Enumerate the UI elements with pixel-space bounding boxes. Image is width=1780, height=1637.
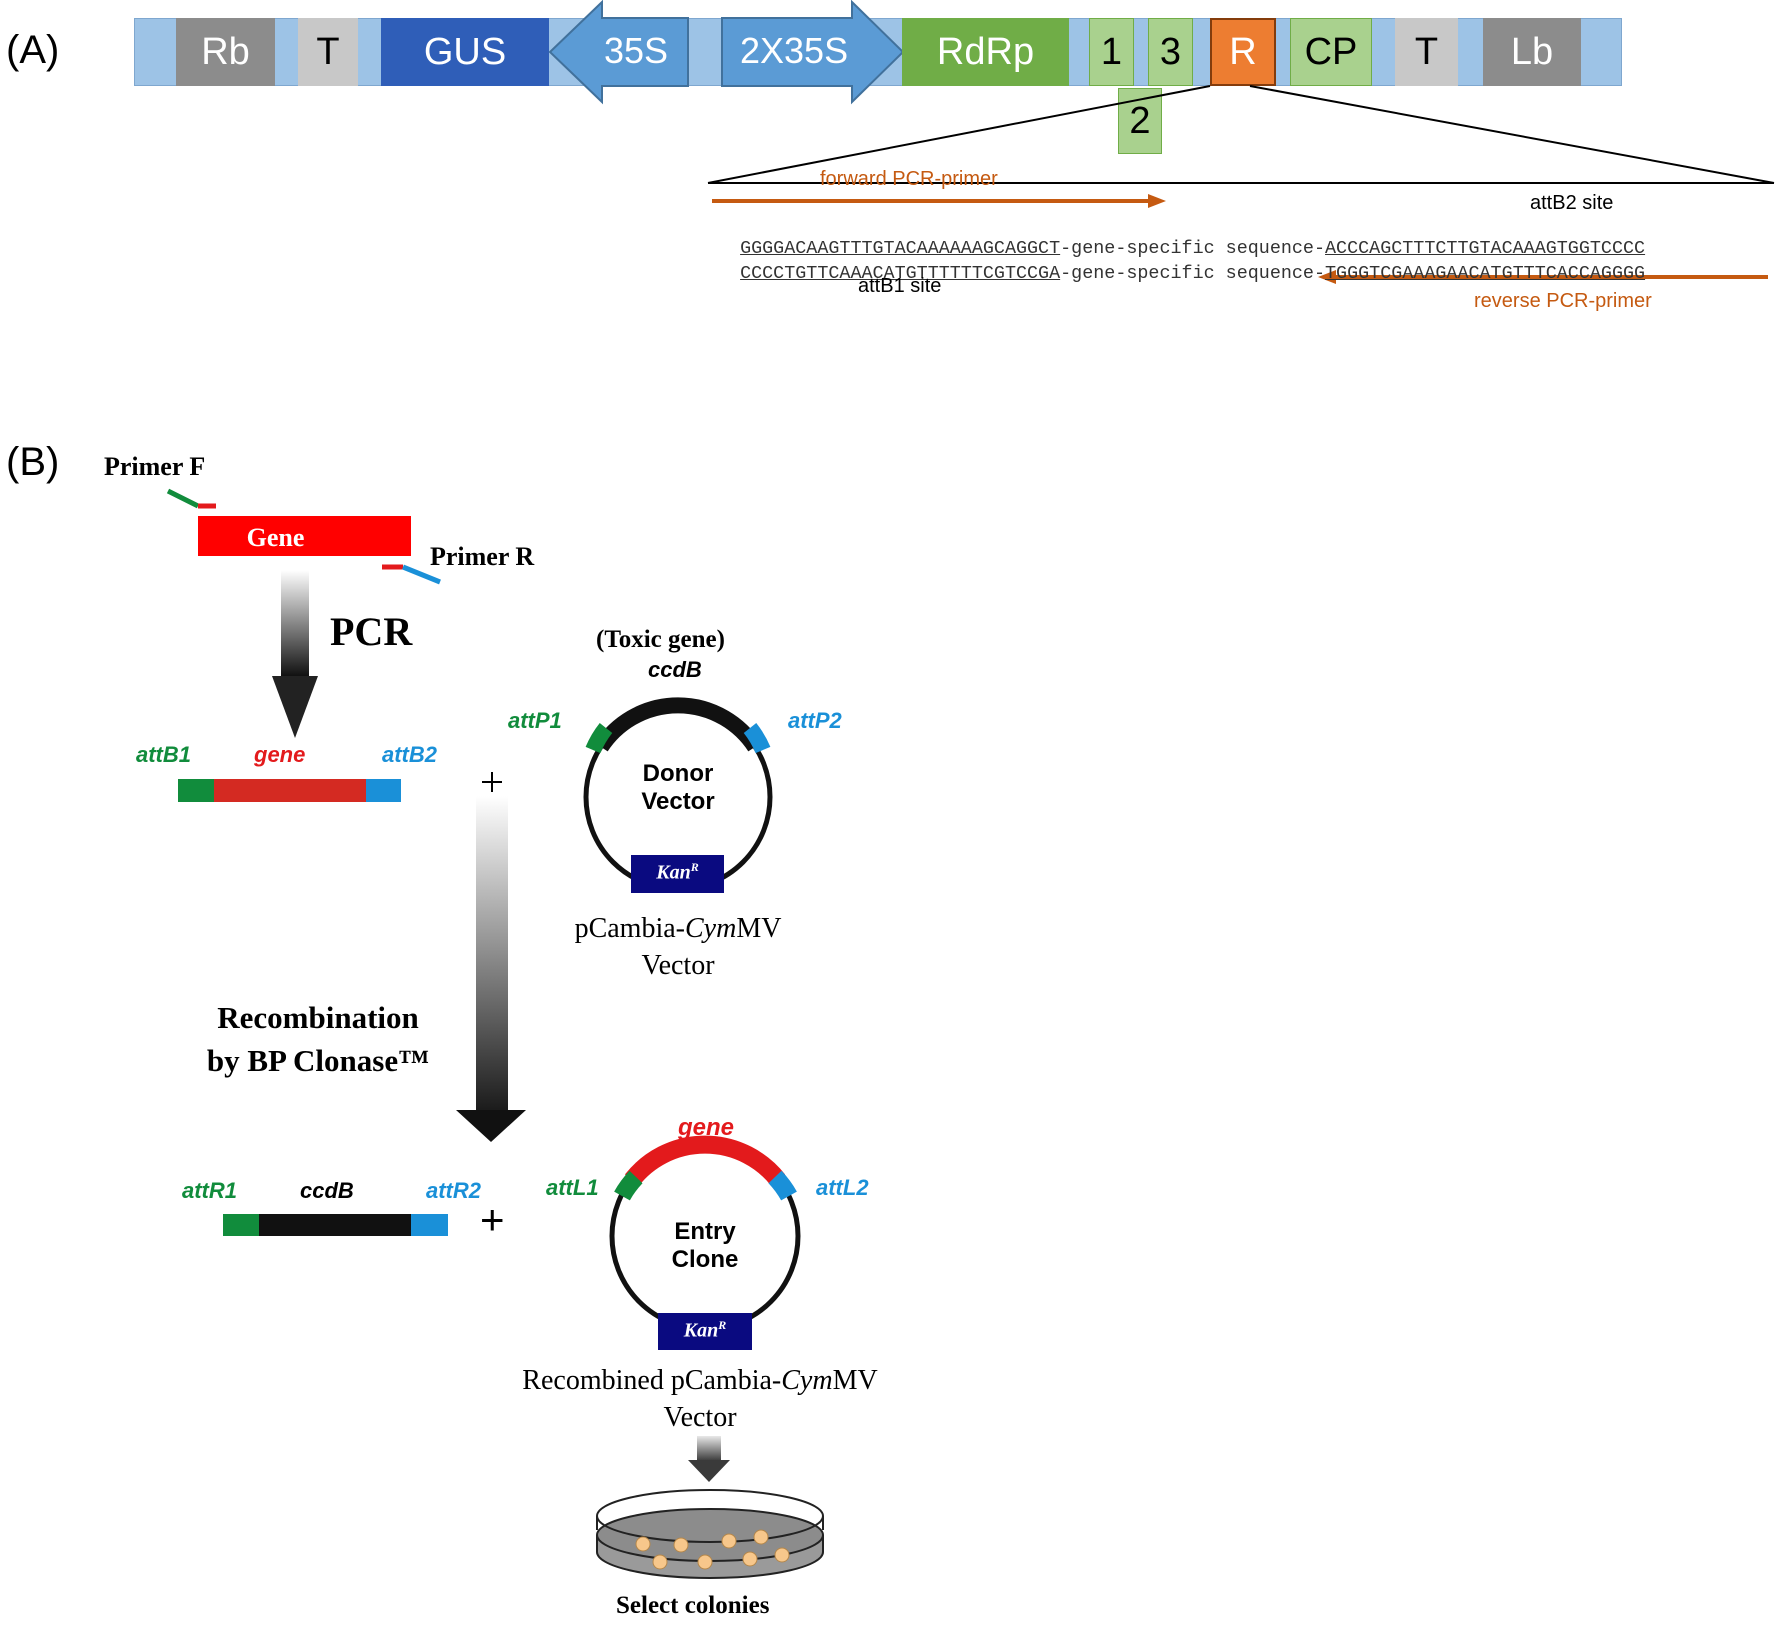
sequence-top-strand: GGGGACAAGTTTGTACAAAAAAGCAGGCT-gene-speci…: [718, 217, 1645, 259]
segment-gus: GUS: [381, 18, 549, 86]
attb2-site-label: attB2 site: [1530, 192, 1614, 214]
attp1-label: attP1: [508, 708, 562, 733]
donor-vector-label: Donor Vector: [641, 760, 715, 815]
entry-clone-plasmid: [609, 1135, 801, 1350]
promoter-35s-label: 35S: [604, 30, 669, 71]
attb2-top-seq: ACCCAGCTTTCTTGTACAAAGTGGTCCCC: [1325, 238, 1646, 259]
attr2-label: attR2: [426, 1178, 482, 1203]
attr1-label: attR1: [182, 1178, 238, 1203]
attb2-bottom-seq: TGGGTCGAAAGAACATGTTTCACCAGGGG: [1325, 263, 1646, 284]
pcr-label: PCR: [330, 609, 413, 654]
entry-clone-label: Entry Clone: [671, 1218, 739, 1273]
segment-terminator-1: T: [298, 18, 358, 86]
gene-label-pcr: gene: [254, 742, 306, 767]
pcambia-vector-label: pCambia-CymMV Vector: [574, 913, 782, 981]
donor-vector-plasmid: [583, 697, 773, 893]
recombination-label: Recombination by BP Clonase™: [206, 1000, 430, 1078]
attp2-label: attP2: [788, 708, 842, 733]
attl1-label: attL1: [546, 1175, 599, 1200]
forward-primer-arrow: [712, 194, 1166, 208]
petri-dish: [596, 1489, 824, 1579]
pcr-arrow: [272, 570, 318, 738]
promoter-arrows: [548, 0, 905, 105]
promoter-2x35s-label: 2X35S: [740, 30, 849, 71]
promoter-2x35s-arrow: [721, 0, 905, 105]
forward-primer-label: forward PCR-primer: [820, 168, 998, 190]
attb1-bottom-seq: CCCCTGTTCAAACATGTTTTTTCGTCCGA: [740, 263, 1061, 284]
primer-r-label: Primer R: [430, 542, 535, 571]
gene-specific-bottom: -gene-specific sequence-: [1060, 263, 1326, 284]
reverse-primer-label: reverse PCR-primer: [1474, 290, 1652, 312]
byproduct-bar: [223, 1214, 448, 1236]
recombined-vector-label: Recombined pCambia-CymMV Vector: [522, 1365, 878, 1433]
panel-a-label: (A): [6, 28, 60, 72]
toxic-gene-label: (Toxic gene): [596, 626, 725, 653]
ccdb-byproduct-label: ccdB: [300, 1178, 354, 1203]
insert-zoom-lines: [707, 85, 1775, 284]
promoter-35s-arrow: [548, 0, 689, 105]
gene-label-entry: gene: [678, 1114, 735, 1141]
recombination-arrow: [456, 796, 526, 1142]
attb1-top-seq: GGGGACAAGTTTGTACAAAAAAGCAGGCT: [740, 238, 1061, 259]
bacterial-colonies: [635, 1529, 790, 1570]
primer-r-graphic: [382, 564, 441, 585]
attb2-label: attB2: [382, 742, 438, 767]
plus-sign: +: [480, 1196, 505, 1243]
segment-rdrp: RdRp: [902, 18, 1069, 86]
segment-r-insert: R: [1210, 18, 1276, 86]
segment-tgb-1: 1: [1089, 18, 1134, 86]
segment-rb: Rb: [176, 18, 275, 86]
gene-box-label: Gene: [246, 523, 305, 552]
reverse-primer-arrow: [1318, 270, 1768, 284]
segment-cp: CP: [1290, 18, 1372, 86]
gene-specific-top: -gene-specific sequence-: [1060, 238, 1326, 259]
pcr-product-bar: [178, 779, 401, 802]
gene-box: [198, 516, 411, 556]
panel-b-label: (B): [6, 440, 60, 484]
kan-resistance-entry: KanR: [683, 1318, 727, 1342]
select-colonies-label: Select colonies: [616, 1592, 770, 1619]
attb1-label: attB1: [136, 742, 192, 767]
sequence-bottom-strand: CCCCTGTTCAAACATGTTTTTTCGTCCGA-gene-speci…: [718, 242, 1645, 284]
segment-terminator-2: T: [1395, 18, 1458, 86]
segment-tgb-3: 3: [1148, 18, 1193, 86]
primer-f-graphic: [166, 488, 216, 509]
primer-f-label: Primer F: [104, 452, 206, 481]
plus-sign-top: [482, 772, 502, 792]
selection-arrow: [688, 1436, 730, 1482]
kan-resistance-donor: KanR: [656, 860, 699, 884]
segment-lb: Lb: [1483, 18, 1581, 86]
attl2-label: attL2: [816, 1175, 869, 1200]
ccdb-donor-label: ccdB: [648, 657, 702, 682]
attb1-site-label: attB1 site: [858, 275, 942, 297]
